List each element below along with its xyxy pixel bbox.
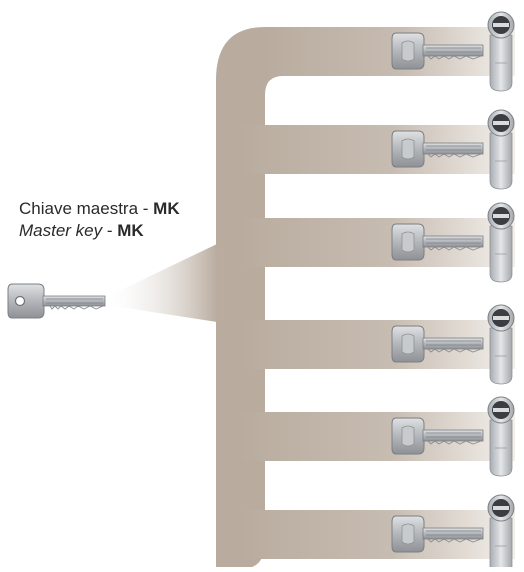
- lock-cylinder-icon: [487, 396, 515, 477]
- lock-cylinder-icon: [487, 109, 515, 190]
- label-it-code: MK: [153, 199, 180, 218]
- key-icon: [391, 32, 484, 70]
- branch-bands: [240, 27, 515, 559]
- key-icon: [391, 515, 484, 553]
- label-en-code: MK: [117, 221, 144, 240]
- key-icon: [391, 325, 484, 363]
- lock-cylinder-icon: [487, 494, 515, 572]
- master-key-icon: [7, 283, 106, 319]
- key-icon: [391, 417, 484, 455]
- lock-cylinder-icon: [487, 11, 515, 92]
- key-cylinder-pairs: [391, 11, 515, 572]
- label-en-separator: -: [102, 221, 118, 240]
- master-key-label-en: Master key - MK: [19, 220, 144, 242]
- lock-cylinder-icon: [487, 202, 515, 283]
- label-it-text: Chiave maestra: [19, 199, 139, 218]
- label-en-text: Master key: [19, 221, 103, 240]
- key-icon: [391, 130, 484, 168]
- master-key-beam: [100, 244, 217, 322]
- main-trunk: [216, 27, 460, 568]
- key-icon: [391, 223, 484, 261]
- lock-cylinder-icon: [487, 304, 515, 385]
- master-key-label-it: Chiave maestra - MK: [19, 198, 180, 220]
- label-it-separator: -: [138, 199, 154, 218]
